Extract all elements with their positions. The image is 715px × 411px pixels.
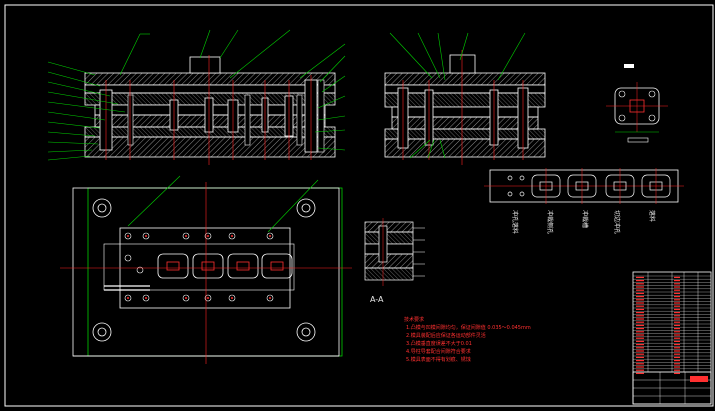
bom-row-mark — [674, 286, 680, 288]
bom-row-mark — [674, 356, 680, 358]
drawing-frame — [4, 4, 714, 407]
bom-row-mark — [636, 363, 644, 365]
note-3: 3.凸模垂直度误差不大于0.01 — [406, 340, 472, 347]
bom-row-mark — [674, 315, 680, 317]
part-detail-view — [606, 64, 668, 143]
bom-row-mark — [674, 276, 680, 278]
note-4: 4.导柱导套配合间隙符合要求 — [406, 348, 471, 355]
notes-title: 技术要求 — [404, 316, 424, 323]
bom-row-mark — [674, 299, 680, 301]
bom-row-mark — [674, 334, 680, 336]
bom-row-mark — [636, 299, 644, 301]
bom-row-mark — [674, 312, 680, 314]
bom-row-mark — [636, 369, 644, 371]
bom-row-mark — [636, 340, 644, 342]
bom-row-mark — [674, 347, 680, 349]
bom-row-mark — [674, 366, 680, 368]
bom-row-mark — [636, 308, 644, 310]
bom-row-mark — [636, 347, 644, 349]
bom-row-mark — [674, 344, 680, 346]
bom-row-mark — [636, 280, 644, 282]
bom-row-mark — [674, 318, 680, 320]
bom-row-mark — [674, 280, 680, 282]
bom-row-mark — [674, 296, 680, 298]
technical-notes: 技术要求 1.凸模与凹模间隙均匀，保证间隙值 0.035～0.045mm 2.模… — [404, 316, 531, 363]
bom-row-mark — [674, 360, 680, 362]
bom-row-mark — [674, 340, 680, 342]
note-5: 5.模具表面不得有划痕、锈蚀 — [406, 356, 471, 363]
bom-row-mark — [674, 289, 680, 291]
bom-row-mark — [636, 344, 644, 346]
front-section-view — [47, 29, 346, 165]
bom-row-mark — [674, 369, 680, 371]
bom-row-mark — [636, 305, 644, 307]
bom-row-mark — [636, 296, 644, 298]
bom-row-mark — [636, 321, 644, 323]
bom-row-mark — [636, 286, 644, 288]
strip-layout-view — [484, 168, 684, 204]
strip-caption-5: 落料 — [648, 210, 656, 222]
strip-caption-4: 切边冲孔 — [613, 210, 621, 234]
bom-row-mark — [636, 283, 644, 285]
bom-row-mark — [636, 312, 644, 314]
bom-row-mark — [674, 302, 680, 304]
bom-row-mark — [674, 308, 680, 310]
strip-caption-2: 冲裁侧孔 — [546, 210, 554, 234]
note-1: 1.凸模与凹模间隙均匀，保证间隙值 0.035～0.045mm — [406, 324, 531, 331]
bom-row-mark — [636, 337, 644, 339]
bom-row-mark — [636, 366, 644, 368]
bom-row-mark — [636, 350, 644, 352]
bom-row-mark — [636, 360, 644, 362]
bom-row-mark — [636, 353, 644, 355]
bom-row-mark — [636, 289, 644, 291]
bom-row-mark — [674, 292, 680, 294]
bom-row-mark — [636, 318, 644, 320]
bom-row-mark — [636, 292, 644, 294]
bom-row-mark — [636, 315, 644, 317]
bom-row-mark — [636, 331, 644, 333]
bom-row-mark — [674, 350, 680, 352]
title-block — [632, 271, 712, 405]
bom-row-mark — [636, 276, 644, 278]
strip-caption-1: 冲孔落料 — [511, 210, 519, 234]
bom-row-mark — [674, 353, 680, 355]
side-section-view — [384, 32, 546, 165]
bom-row-mark — [636, 328, 644, 330]
bom-row-mark — [674, 283, 680, 285]
bom-row-mark — [674, 324, 680, 326]
bom-row-mark — [674, 305, 680, 307]
strip-captions: 冲孔落料 冲裁侧孔 冲裁槽 切边冲孔 落料 — [511, 210, 656, 234]
bom-row-mark — [636, 334, 644, 336]
bom-row-mark — [674, 331, 680, 333]
bom-row-mark — [636, 324, 644, 326]
bom-row-mark — [636, 372, 644, 374]
strip-caption-3: 冲裁槽 — [581, 210, 589, 228]
bom-row-mark — [674, 321, 680, 323]
bom-row-mark — [674, 337, 680, 339]
bom-row-mark — [636, 302, 644, 304]
note-2: 2.模具装配后应保证各运动部件灵活 — [406, 332, 486, 339]
bom-row-mark — [674, 328, 680, 330]
bom-row-mark — [674, 363, 680, 365]
bom-row-mark — [674, 372, 680, 374]
section-aa-view: A-A — [364, 218, 425, 304]
plan-view — [60, 175, 352, 364]
bom-row-mark — [636, 356, 644, 358]
section-aa-label: A-A — [370, 295, 384, 304]
